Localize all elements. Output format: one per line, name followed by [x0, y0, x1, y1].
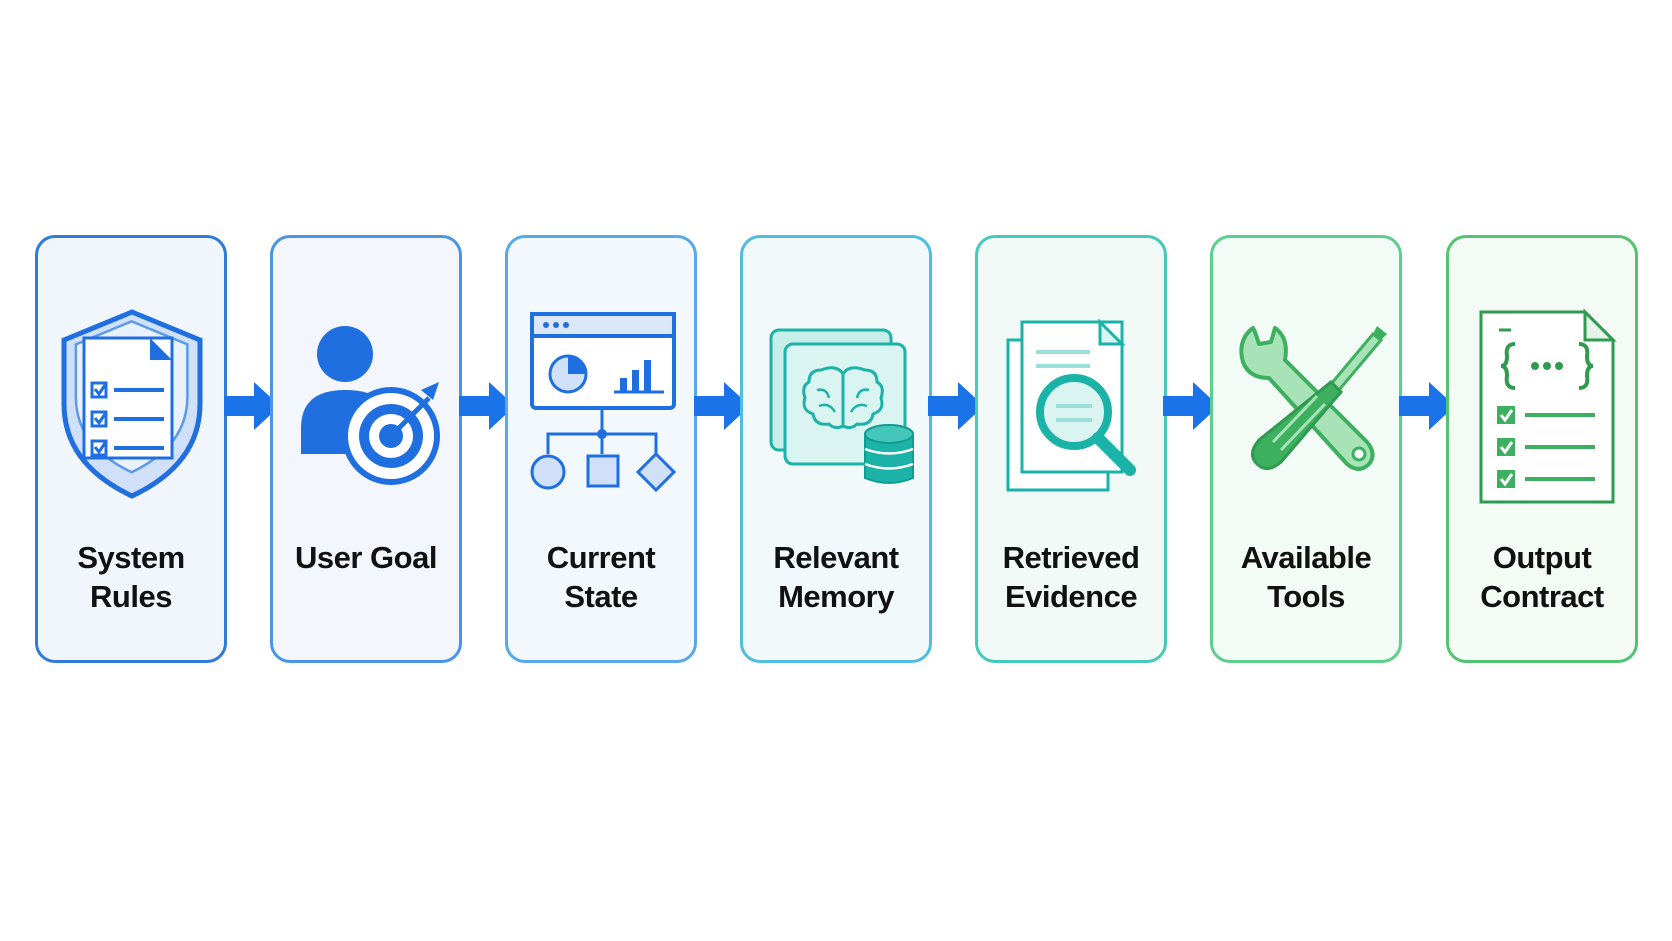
dashboard-flowchart-icon	[522, 278, 682, 508]
arrow-icon	[1399, 378, 1457, 434]
arrow-icon	[1163, 378, 1221, 434]
card-user-goal: User Goal	[270, 235, 462, 663]
step-label: User Goal	[295, 540, 437, 575]
arrow-icon	[928, 378, 986, 434]
step-label: Current State	[546, 540, 656, 614]
shield-checklist-icon	[52, 278, 212, 508]
card-output-contract: Output Contract	[1446, 235, 1638, 663]
step-label: Relevant Memory	[773, 540, 899, 614]
document-magnifier-icon	[992, 278, 1152, 508]
user-target-icon	[287, 278, 447, 508]
arrow-icon	[459, 378, 517, 434]
brain-database-icon	[757, 278, 917, 508]
step-label: Output Contract	[1480, 540, 1604, 614]
arrow-icon	[694, 378, 752, 434]
step-label: System Rules	[77, 540, 185, 614]
arrow-icon	[224, 378, 282, 434]
card-current-state: Current State	[505, 235, 697, 663]
card-retrieved-evidence: Retrieved Evidence	[975, 235, 1167, 663]
card-system-rules: System Rules	[35, 235, 227, 663]
card-available-tools: Available Tools	[1210, 235, 1402, 663]
step-label: Available Tools	[1240, 540, 1372, 614]
card-relevant-memory: Relevant Memory	[740, 235, 932, 663]
step-label: Retrieved Evidence	[1002, 540, 1140, 614]
wrench-screwdriver-icon	[1227, 278, 1387, 508]
json-contract-icon	[1463, 278, 1623, 508]
